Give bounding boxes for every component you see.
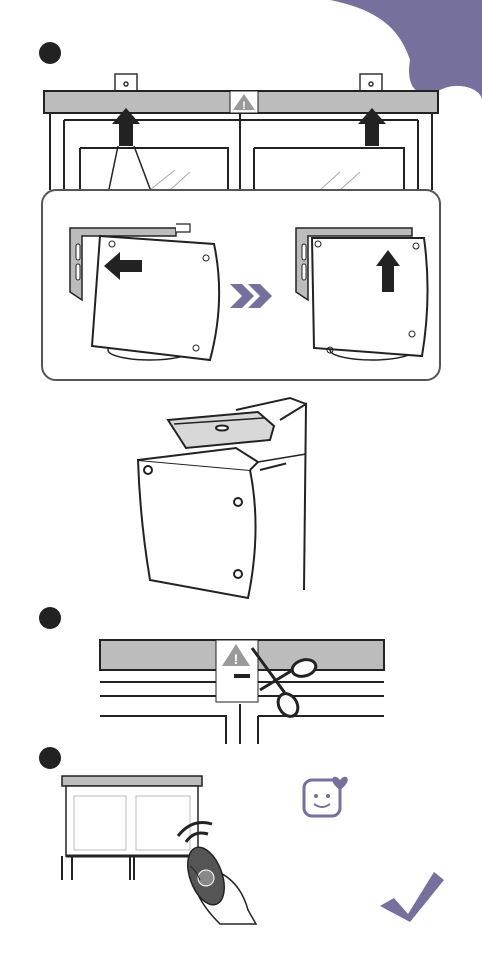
svg-text:!: ! — [242, 100, 246, 112]
rail-end-perspective — [138, 398, 306, 598]
step-3-dot — [39, 747, 61, 769]
step-2-dot — [39, 607, 61, 629]
detail-latched — [296, 228, 428, 360]
